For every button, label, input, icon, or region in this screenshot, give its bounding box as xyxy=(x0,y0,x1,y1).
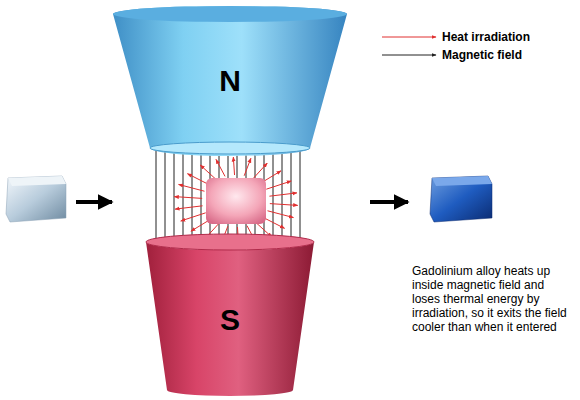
magnetic-field-lines xyxy=(156,150,300,243)
alloy-block-hot xyxy=(206,178,266,224)
field-line xyxy=(273,150,274,243)
field-line xyxy=(300,150,301,243)
field-line xyxy=(192,150,193,243)
motion-arrow xyxy=(76,200,112,204)
heat-arrow xyxy=(200,165,216,180)
field-line xyxy=(165,150,166,243)
legend-label: Magnetic field xyxy=(442,48,522,62)
heat-arrow xyxy=(266,181,291,189)
magnet-face xyxy=(146,234,314,250)
motion-arrow xyxy=(370,200,408,204)
magnet-face xyxy=(150,142,310,154)
heat-arrow xyxy=(175,206,203,209)
heat-arrow xyxy=(181,213,206,221)
alloy-block-out xyxy=(430,176,492,222)
magnet-body xyxy=(146,242,314,396)
magnet-body xyxy=(113,6,347,156)
field-line xyxy=(282,150,283,243)
alloy-block-in xyxy=(6,176,66,222)
heat-arrow xyxy=(174,197,202,199)
heat-arrows xyxy=(174,157,297,245)
heat-arrow xyxy=(270,204,298,206)
heat-arrow xyxy=(179,184,205,191)
pole-label: S xyxy=(220,303,240,337)
heat-arrow xyxy=(233,157,234,175)
south-magnet: S xyxy=(144,230,316,398)
heat-arrow xyxy=(269,193,297,196)
heat-arrow xyxy=(268,211,294,218)
legend-label: Heat irradiation xyxy=(442,30,530,44)
field-line xyxy=(291,150,292,243)
explanation-note: Gadolinium alloy heats up inside magneti… xyxy=(412,264,574,334)
heat-arrow xyxy=(253,163,267,179)
legend-sample-field xyxy=(382,55,436,56)
field-line xyxy=(201,150,202,243)
pole-label: N xyxy=(219,64,241,98)
heat-arrow xyxy=(216,159,225,176)
field-line xyxy=(156,150,157,243)
magnet-top xyxy=(113,6,347,22)
field-line xyxy=(183,150,184,243)
heat-arrow xyxy=(244,158,251,175)
north-magnet: N xyxy=(112,4,348,158)
legend-sample-heat xyxy=(382,37,436,38)
